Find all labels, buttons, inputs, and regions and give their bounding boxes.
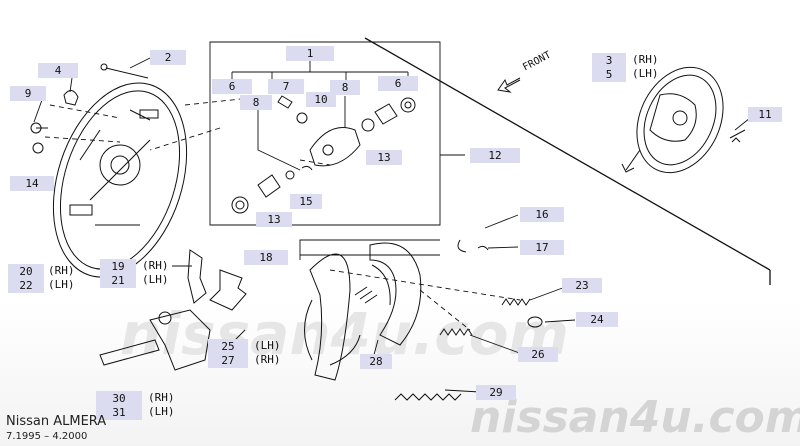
springs-and-clips	[394, 239, 543, 401]
front-arrow	[497, 77, 521, 93]
side-22: (LH)	[48, 278, 75, 291]
wheel-cylinder-parts	[231, 95, 416, 214]
callout-4: 4	[38, 63, 78, 78]
callout-26: 26	[518, 347, 558, 362]
model-name: Nissan ALMERA	[6, 414, 107, 429]
side-27: (RH)	[254, 353, 281, 366]
callout-6-left: 6	[212, 79, 252, 94]
callout-10: 10	[306, 92, 336, 107]
callout-29: 29	[476, 385, 516, 400]
callout-23: 23	[562, 278, 602, 293]
callout-8-right: 8	[330, 80, 360, 95]
callout-5: 5	[592, 67, 626, 82]
callout-19: 19	[100, 259, 136, 274]
model-period: 7.1995 – 4.2000	[6, 431, 88, 442]
side-30: (RH)	[148, 391, 175, 404]
callout-24: 24	[576, 312, 618, 327]
callout-16: 16	[520, 207, 564, 222]
callout-2: 2	[150, 50, 186, 65]
callout-12: 12	[470, 148, 520, 163]
callout-8-left: 8	[240, 95, 272, 110]
callout-15: 15	[290, 194, 322, 209]
small-hardware-left	[30, 63, 149, 154]
callout-13-left: 13	[256, 212, 292, 227]
callout-20: 20	[8, 264, 44, 279]
drum-assembly-right	[621, 66, 746, 174]
callout-31: 31	[96, 405, 142, 420]
watermark-bottom: nissan4u.com	[470, 392, 800, 443]
adjuster-levers	[99, 249, 247, 371]
side-5: (LH)	[632, 67, 659, 80]
side-25: (LH)	[254, 339, 281, 352]
callout-30: 30	[96, 391, 142, 406]
callout-21: 21	[100, 273, 136, 288]
brake-shoes	[304, 242, 422, 381]
callout-1: 1	[286, 46, 334, 61]
side-19: (RH)	[142, 259, 169, 272]
callout-22: 22	[8, 278, 44, 293]
side-3: (RH)	[632, 53, 659, 66]
callout-17: 17	[520, 240, 564, 255]
callout-18: 18	[244, 250, 288, 265]
callout-27: 27	[208, 353, 248, 368]
callout-9: 9	[10, 86, 46, 101]
side-31: (LH)	[148, 405, 175, 418]
callout-13-right: 13	[366, 150, 402, 165]
callout-11: 11	[748, 107, 782, 122]
callout-6-right: 6	[378, 76, 418, 91]
dashed-guides	[44, 97, 521, 331]
callout-3: 3	[592, 53, 626, 68]
callout-25: 25	[208, 339, 248, 354]
callout-14: 14	[10, 176, 54, 191]
callout-28: 28	[360, 354, 392, 369]
backing-plate-left	[52, 82, 188, 278]
side-20: (RH)	[48, 264, 75, 277]
leader-lines	[33, 37, 771, 393]
callout-7: 7	[268, 79, 304, 94]
side-21: (LH)	[142, 273, 169, 286]
